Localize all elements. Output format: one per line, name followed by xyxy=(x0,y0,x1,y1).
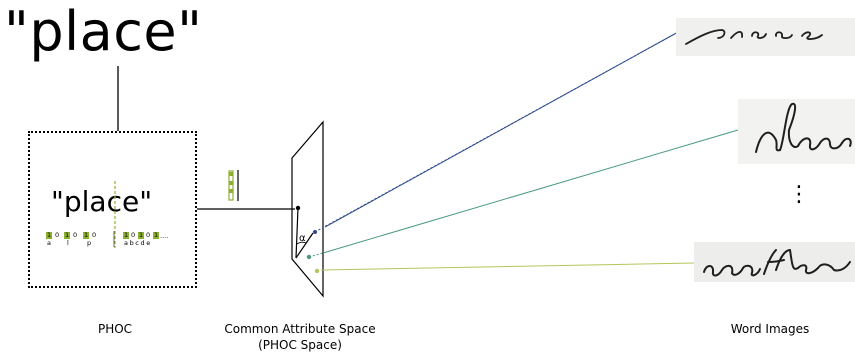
line-another xyxy=(323,263,694,270)
line-there xyxy=(323,130,738,253)
word-image-place xyxy=(676,18,855,56)
line-place xyxy=(325,31,680,227)
word-images-ellipsis: ⋮ xyxy=(788,180,810,210)
point-another xyxy=(315,269,319,273)
word-image-there xyxy=(738,99,855,164)
vector-icon xyxy=(229,170,238,201)
point-place xyxy=(313,230,317,234)
point-there xyxy=(307,255,311,259)
angle-label: α xyxy=(299,234,306,244)
angle-leg-1 xyxy=(296,208,298,258)
